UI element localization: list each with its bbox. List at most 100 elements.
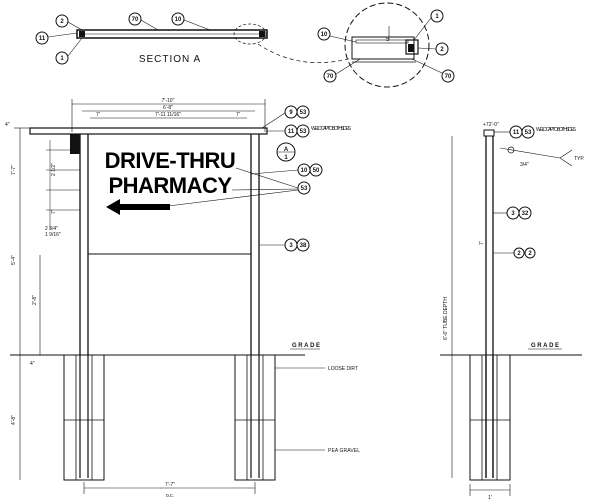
arrow-left-icon (106, 199, 170, 215)
dim-text: 7' (236, 112, 240, 118)
callout-pair: 11 53 WELD CAP TO BOTH SIDES (267, 124, 352, 138)
callout-text: 2 (440, 47, 444, 53)
dim-text: 7'-11 11/16" (155, 112, 181, 118)
sign-text-line1: DRIVE-THRU (105, 148, 236, 173)
dim-text: 2 1/2" (51, 163, 57, 176)
left-footing (63, 354, 105, 481)
callout-circle: 2 (55, 14, 83, 31)
section-marker: A 1 (276, 142, 296, 162)
grade-label: GRADE (531, 343, 559, 349)
dim-text: 5'-4" (11, 255, 17, 265)
callout-text: 1 (284, 155, 288, 161)
callout-circle: 2 (417, 42, 449, 56)
dim-text: +72'-0" (483, 122, 499, 128)
side-cap (483, 129, 495, 137)
callout-text: 1 (435, 14, 439, 20)
front-elevation: 7'-10" 6'-8" 7'-11 11/16" 7' 7' DRIVE-TH… (5, 98, 360, 499)
callout-text: 9 (289, 110, 293, 116)
callout-pair: 2 2 (493, 247, 536, 259)
callout-text: 53 (525, 130, 532, 136)
section-a-left-end (79, 31, 85, 37)
detail-end-solid (408, 44, 414, 52)
weld-symbol-icon (507, 146, 515, 154)
callout-text: 10 (321, 32, 328, 38)
loose-dirt-label: LOOSE DIRT (328, 366, 358, 372)
callout-circle: 1 (413, 9, 444, 41)
dim-text: 6'-8" (163, 105, 173, 111)
callout-circle: 10 (317, 27, 357, 43)
callout-text: 3 (511, 211, 515, 217)
callout-text: 70 (445, 74, 452, 80)
weld-leader (499, 147, 561, 159)
callout-text: 2 (528, 251, 532, 257)
section-a-view: 2 11 1 70 10 SECTION A (35, 12, 353, 65)
dim-text: 7'-10" (162, 98, 175, 104)
dim-text: o.c. (166, 493, 174, 499)
detail-inner (355, 39, 409, 44)
callout-text: 70 (327, 74, 334, 80)
callout-text: 10 (301, 168, 308, 174)
callout-pair: 9 53 (261, 105, 310, 129)
dim-text: 4'-8" (11, 415, 17, 425)
callout-text: 10 (175, 17, 182, 23)
callout-text: 3 (289, 243, 293, 249)
callout-text: 11 (513, 130, 520, 136)
callout-text: 53 (300, 129, 307, 135)
dim-text: TYP. (574, 156, 584, 162)
callout-circle: 70 (323, 58, 361, 83)
callout-circle: 53 (159, 167, 311, 208)
callout-circle: 70 (411, 58, 455, 83)
callout-pair: 10 50 (250, 163, 323, 177)
callout-pair: 3 32 (493, 206, 532, 220)
section-a-profile (76, 29, 268, 39)
dim-text: 2'-8" (32, 295, 38, 305)
callout-note: WELD CAP TO BOTH SIDES (311, 126, 352, 132)
callout-text: 32 (522, 211, 529, 217)
dim-text: 4" (5, 122, 10, 128)
dim-text: 3/4" (520, 162, 529, 168)
pea-gravel-label: PEA GRAVEL (328, 448, 360, 454)
callout-text: 2 (60, 19, 64, 25)
detail-leader (257, 43, 353, 63)
callout-text: 11 (39, 36, 46, 42)
sign-top-cap (29, 127, 268, 135)
dim-text: 2 3/4" (45, 226, 58, 232)
detail-end-cap (405, 39, 419, 55)
callout-text: 50 (313, 168, 320, 174)
callout-circle: 11 (35, 31, 78, 45)
grade-label: GRADE (292, 343, 320, 349)
detail-view: 5 10 1 2 70 70 (317, 2, 455, 88)
callout-circle: 70 (128, 12, 159, 31)
section-a-label: SECTION A (139, 54, 201, 65)
callout-text: 53 (301, 186, 308, 192)
dim-text: 7' (51, 210, 57, 214)
callout-text: 2 (517, 251, 521, 257)
dim-text: 7' (96, 112, 100, 118)
side-elevation: +72'-0" 11 53 WELD CAP TO BOTH SIDES 3/4… (440, 122, 584, 501)
dim-text: 7' (479, 241, 485, 245)
callout-text: A (284, 147, 289, 153)
callout-pair: 11 53 WELD CAP TO BOTH SIDES (494, 125, 577, 139)
callout-text: 53 (300, 110, 307, 116)
bracket-block (70, 134, 80, 154)
dim-text: 1 9/16" (45, 232, 61, 238)
callout-circle: 10 (171, 12, 211, 31)
detail-dim-text: 5 (386, 37, 390, 43)
dim-text: 6'-6" TUBE DEPTH (443, 297, 449, 340)
dim-text: 7'-7" (11, 165, 17, 175)
right-footing (234, 354, 276, 481)
callout-pair: 3 38 (259, 238, 310, 252)
section-a-right-end (259, 31, 265, 37)
callout-text: 38 (300, 243, 307, 249)
side-footing (469, 354, 511, 481)
callout-note: WELD CAP TO BOTH SIDES (536, 127, 577, 133)
detail-marker (233, 23, 267, 45)
callout-text: 1 (60, 56, 64, 62)
dim-text: 1' (488, 495, 492, 501)
callout-circle: 1 (55, 37, 83, 65)
callout-text: 70 (132, 17, 139, 23)
dim-text: 7'-7" (165, 482, 175, 488)
sign-text-line2: PHARMACY (108, 173, 232, 198)
callout-text: 11 (288, 129, 295, 135)
